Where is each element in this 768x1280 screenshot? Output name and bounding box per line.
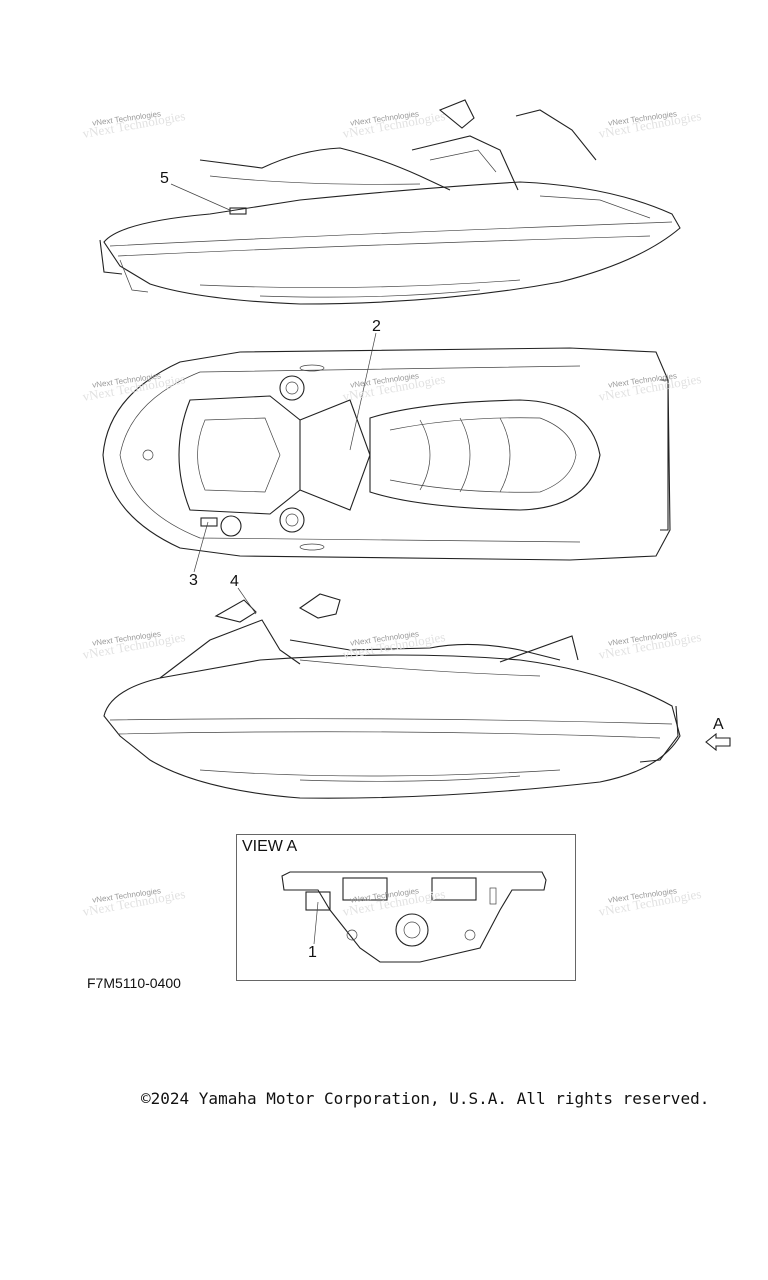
view-a-title: VIEW A (242, 838, 298, 855)
callout-2: 2 (372, 318, 381, 335)
callout-4: 4 (230, 573, 239, 590)
side-view-left (99, 99, 681, 305)
view-a-detail (281, 871, 547, 963)
part-code: F7M5110-0400 (87, 975, 181, 991)
callout-1: 1 (308, 944, 317, 961)
view-a-arrow-label: A (713, 716, 724, 733)
side-view-right (103, 593, 731, 799)
leader-lines (170, 183, 377, 945)
callout-3: 3 (189, 572, 198, 589)
top-view (102, 347, 671, 561)
callout-5: 5 (160, 170, 169, 187)
view-a-frame (236, 834, 576, 981)
copyright-notice: ©2024 Yamaha Motor Corporation, U.S.A. A… (141, 1089, 710, 1108)
